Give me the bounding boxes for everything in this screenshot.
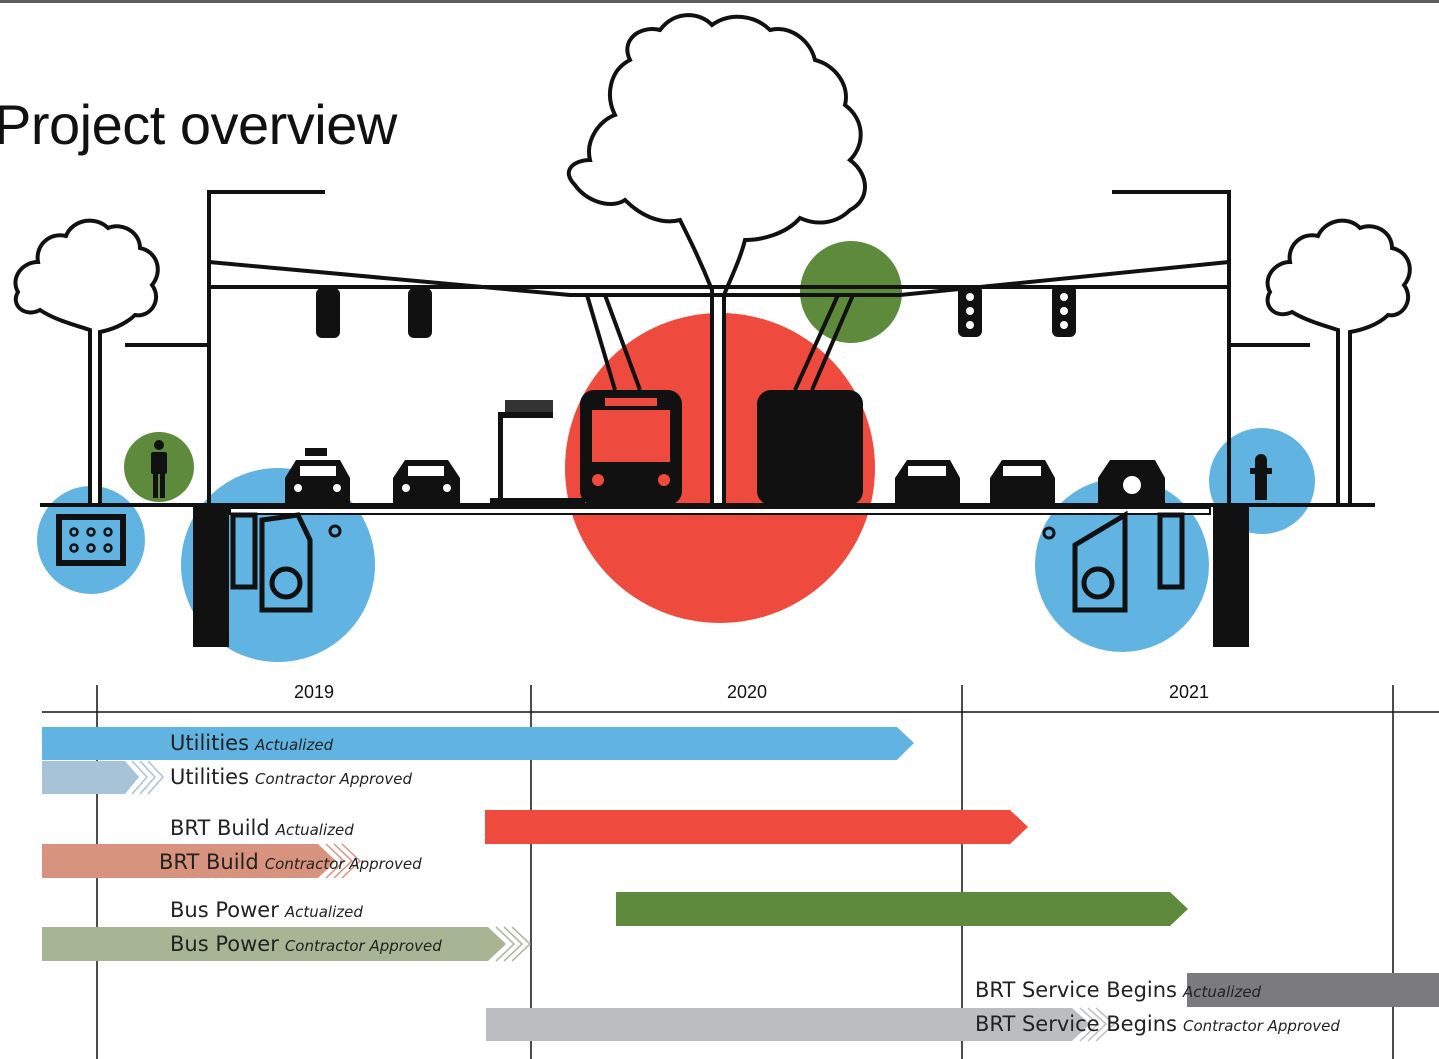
car-icon-3 xyxy=(990,460,1055,505)
label-text: BRT Service Begins xyxy=(975,978,1178,1002)
parking-car-icon xyxy=(1098,460,1165,505)
taxi-icon xyxy=(285,448,350,505)
bar-bus-power-contractor xyxy=(42,927,506,961)
bar-brt-build-contractor xyxy=(42,844,336,878)
brt-bus-front xyxy=(580,390,682,505)
label-text: BRT Build xyxy=(170,816,270,840)
label-brt-service-contractor: BRT Service Begins Contractor Approved xyxy=(975,1012,1340,1036)
label-bus-power-contractor: Bus Power Contractor Approved xyxy=(170,932,442,956)
utility-circle-left-small xyxy=(37,486,145,594)
page-title: Project overview xyxy=(0,93,397,156)
label-text: Utilities xyxy=(170,765,250,789)
fire-hydrant-icon xyxy=(1250,454,1272,500)
center-tree xyxy=(566,13,867,505)
trolley-pole-left-a xyxy=(585,294,617,391)
bar-bus-power-actualized xyxy=(616,892,1188,926)
label-text: Bus Power xyxy=(170,898,279,922)
label-text: BRT Service Begins xyxy=(975,1012,1178,1036)
car-icon-1 xyxy=(393,460,460,505)
label-brt-service-actualized: BRT Service Begins Actualized xyxy=(975,978,1261,1002)
underground-right xyxy=(1042,505,1249,647)
label-status: Actualized xyxy=(275,821,354,839)
label-status: Contractor Approved xyxy=(264,855,422,873)
bar-brt-build-actualized xyxy=(485,810,1028,844)
trolley-pole-left-b xyxy=(603,294,642,391)
label-bus-power-actualized: Bus Power Actualized xyxy=(170,898,363,922)
label-utilities-actualized: Utilities Actualized xyxy=(170,731,333,755)
pedestrian-icon xyxy=(151,440,167,498)
label-status: Actualized xyxy=(255,736,334,754)
label-brt-build-actualized: BRT Build Actualized xyxy=(170,816,354,840)
label-status: Actualized xyxy=(284,903,363,921)
power-circle-overhead xyxy=(800,241,902,343)
brt-bus-rear xyxy=(757,390,863,505)
trolley-pole-right-b xyxy=(810,294,855,391)
bar-utilities-actualized xyxy=(42,727,914,760)
bar-brt-service-contractor xyxy=(486,1008,1090,1041)
label-status: Contractor Approved xyxy=(284,937,442,955)
bus-stop-shelter xyxy=(490,400,585,505)
label-text: Bus Power xyxy=(170,932,279,956)
underground-left xyxy=(193,505,342,647)
year-label-2019: 2019 xyxy=(293,682,335,702)
left-tree xyxy=(13,218,160,505)
trolley-pole-right-a xyxy=(793,294,840,391)
label-status: Actualized xyxy=(1183,983,1262,1001)
utility-vault-icon xyxy=(56,514,126,566)
label-utilities-contractor: Utilities Contractor Approved xyxy=(170,765,412,789)
label-brt-build-contractor: BRT Build Contractor Approved xyxy=(159,850,422,874)
year-label-2021: 2021 xyxy=(1168,682,1210,702)
catenary-wire xyxy=(208,260,1230,297)
right-tree xyxy=(1265,218,1412,505)
year-label-2020: 2020 xyxy=(726,682,768,702)
bar-utilities-contractor xyxy=(42,761,139,794)
utility-circle-left xyxy=(181,468,375,662)
car-icon-2 xyxy=(895,460,960,505)
top-border xyxy=(0,0,1439,3)
bar-brt-service-actualized xyxy=(1187,973,1439,1007)
street-cross-section-illustration xyxy=(13,13,1412,662)
label-status: Contractor Approved xyxy=(255,770,412,788)
label-text: Utilities xyxy=(170,731,250,755)
label-status: Contractor Approved xyxy=(1183,1017,1340,1035)
label-text: BRT Build xyxy=(159,850,259,874)
